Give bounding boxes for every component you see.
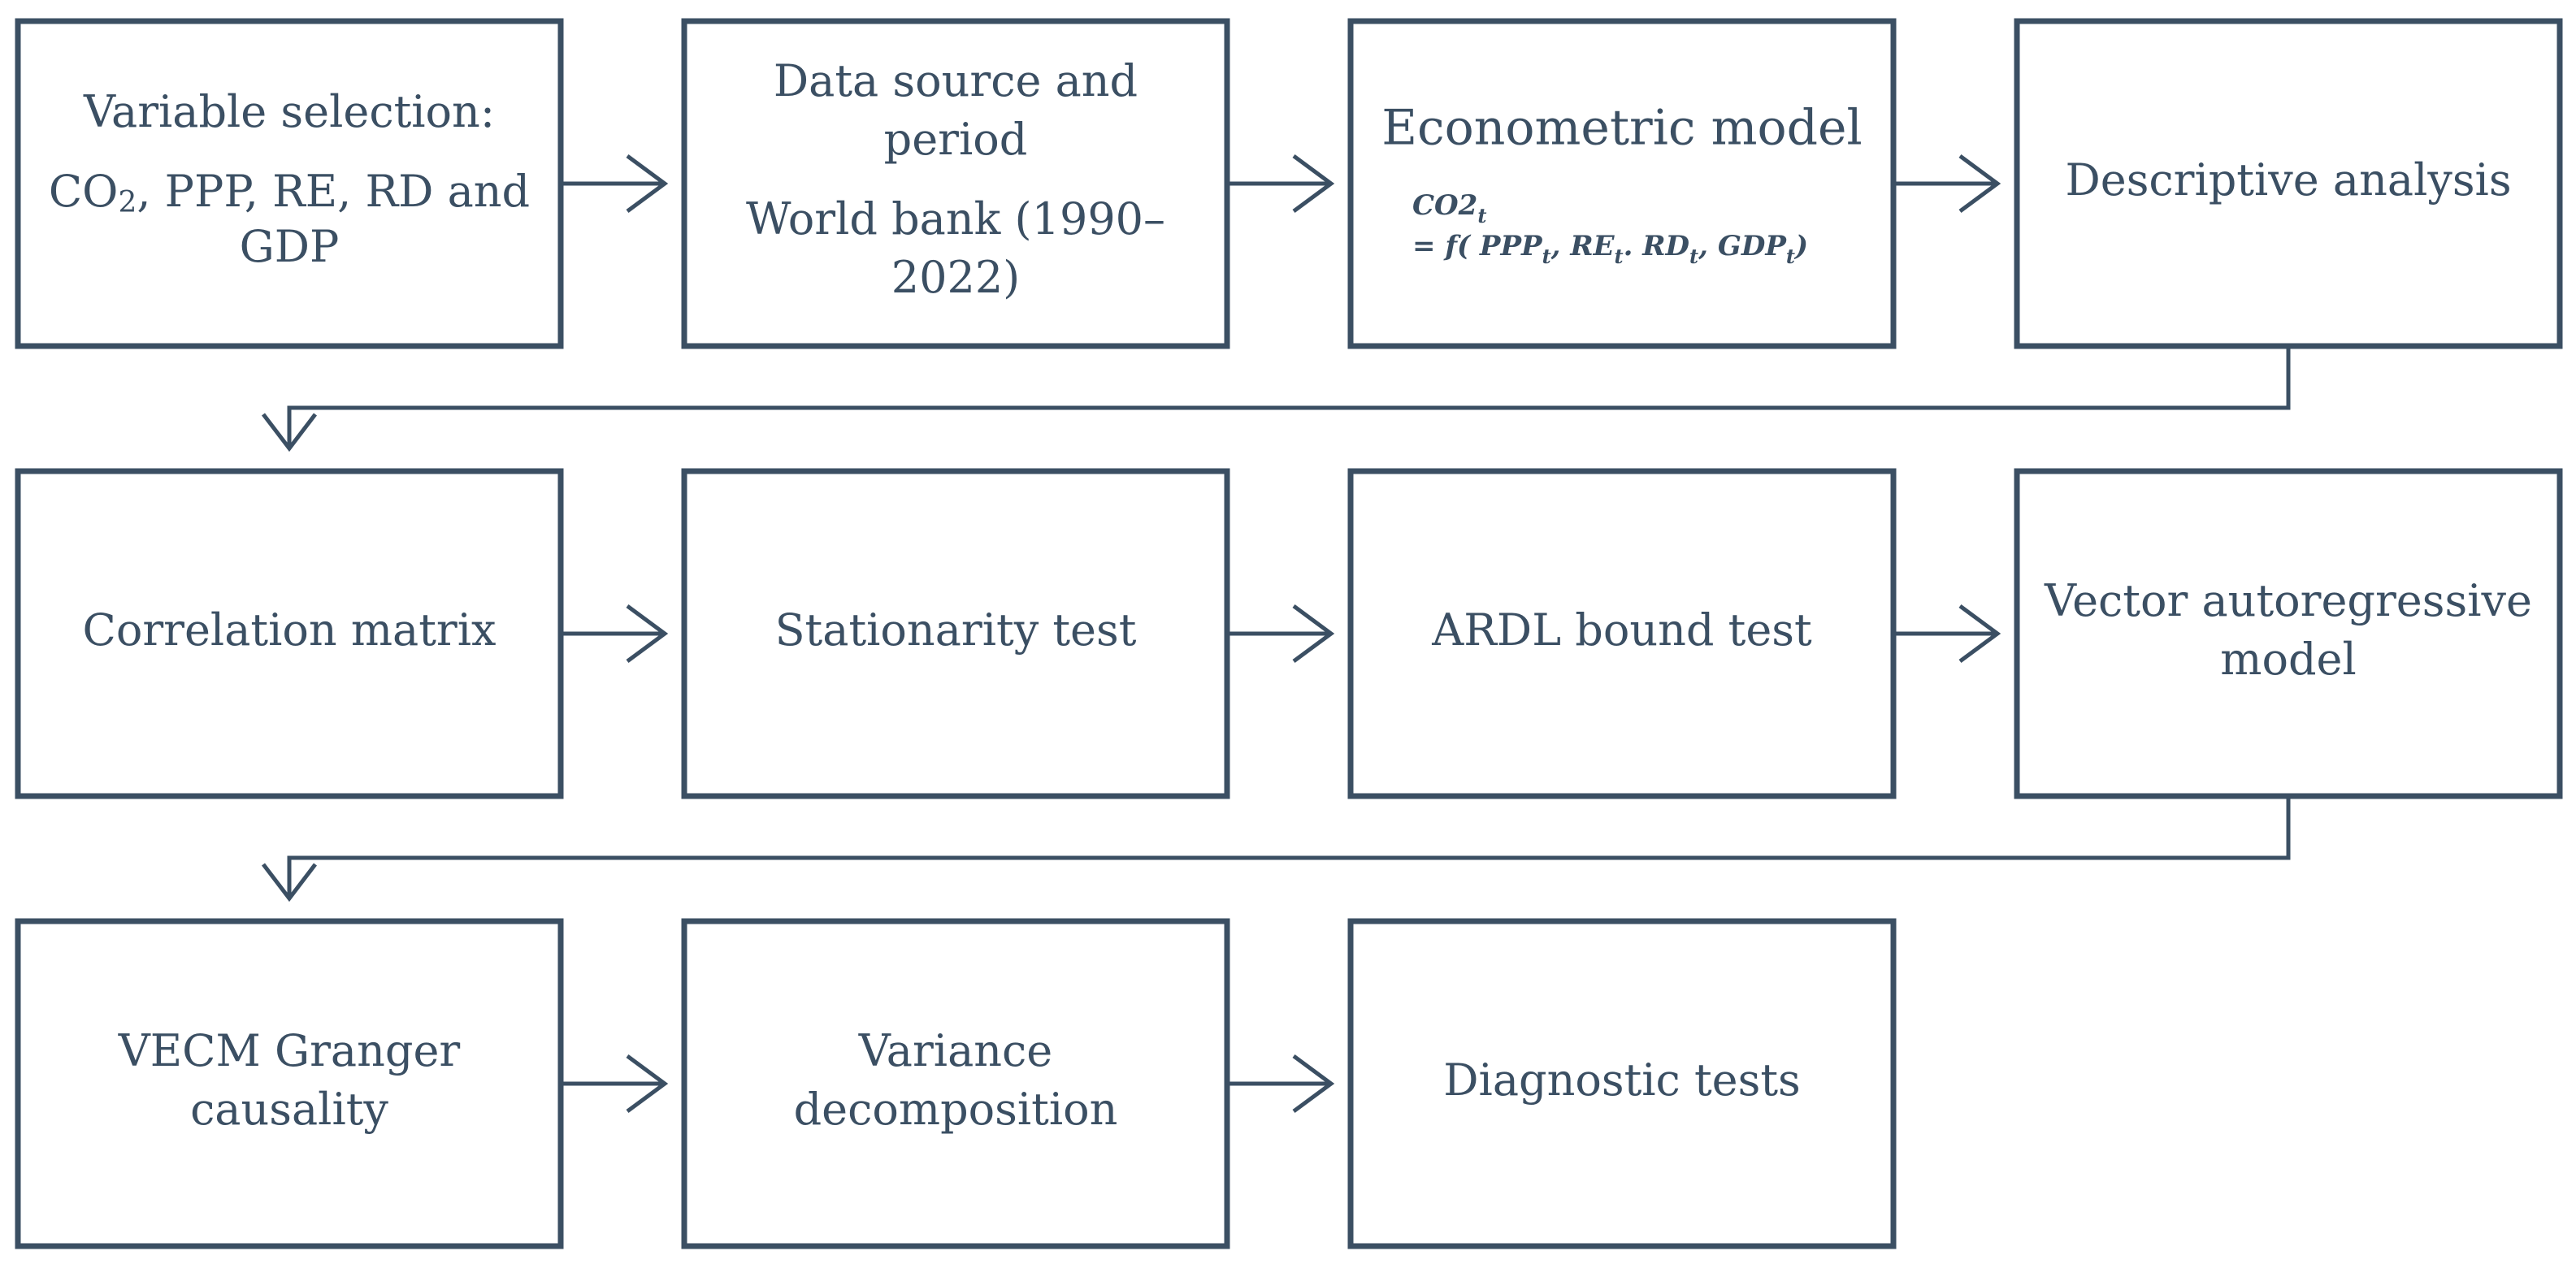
- descriptive-analysis-label: Descriptive analysis: [2065, 154, 2511, 206]
- arrow-correlation-to-stationarity: [561, 604, 669, 664]
- equation-rhs: = f( PPPt, REt. RDt, GDPt): [1412, 230, 1808, 268]
- variable-selection-title: Variable selection:: [83, 86, 495, 137]
- data-source-line4: 2022): [891, 252, 1021, 303]
- arrow-vecm-to-variance: [561, 1054, 669, 1114]
- variance-decomposition-line1: Variance: [858, 1025, 1053, 1076]
- correlation-matrix-label: Correlation matrix: [83, 604, 497, 656]
- ardl-bound-test-label: ARDL bound test: [1431, 604, 1812, 656]
- diagnostic-tests-box: Diagnostic tests: [1347, 918, 1897, 1249]
- stationarity-test-box: Stationarity test: [681, 468, 1230, 799]
- variance-decomposition-box: Variance decomposition: [681, 918, 1230, 1249]
- vecm-granger-line1: VECM Granger: [118, 1025, 461, 1076]
- econometric-model-title: Econometric model: [1381, 100, 1862, 157]
- vecm-granger-box: VECM Granger causality: [15, 918, 564, 1249]
- variance-decomposition-line2: decomposition: [794, 1084, 1118, 1135]
- connector-var-to-vecm: [262, 796, 2291, 903]
- variable-selection-box: Variable selection: CO2, PPP, RE, RD and…: [15, 18, 564, 349]
- correlation-matrix-box: Correlation matrix: [15, 468, 564, 799]
- ardl-bound-test-box: ARDL bound test: [1347, 468, 1897, 799]
- connector-descriptive-to-correlation: [262, 346, 2291, 452]
- variable-selection-variables: CO2, PPP, RE, RD and: [49, 166, 530, 219]
- arrow-stationarity-to-ardl: [1227, 604, 1335, 664]
- data-source-box: Data source and period World bank (1990–…: [681, 18, 1230, 349]
- vector-autoregressive-line1: Vector autoregressive: [2044, 575, 2532, 626]
- vecm-granger-line2: causality: [190, 1084, 388, 1135]
- variable-selection-gdp: GDP: [240, 221, 340, 272]
- arrow-variance-to-diagnostic: [1227, 1054, 1335, 1114]
- vector-autoregressive-line2: model: [2220, 634, 2357, 685]
- data-source-line1: Data source and: [774, 55, 1138, 106]
- arrow-data-to-model: [1227, 154, 1335, 214]
- data-source-line3: World bank (1990–: [746, 193, 1165, 245]
- vector-autoregressive-box: Vector autoregressive model: [2014, 468, 2563, 799]
- stationarity-test-label: Stationarity test: [775, 604, 1137, 656]
- arrow-model-to-descriptive: [1893, 154, 2001, 214]
- data-source-line2: period: [884, 114, 1028, 165]
- equation-lhs: CO2t: [1412, 189, 1486, 227]
- diagnostic-tests-label: Diagnostic tests: [1443, 1054, 1801, 1106]
- arrow-variable-to-data: [561, 154, 669, 214]
- arrow-ardl-to-var: [1893, 604, 2001, 664]
- descriptive-analysis-box: Descriptive analysis: [2014, 18, 2563, 349]
- econometric-model-box: Econometric model CO2t = f( PPPt, REt. R…: [1347, 18, 1897, 349]
